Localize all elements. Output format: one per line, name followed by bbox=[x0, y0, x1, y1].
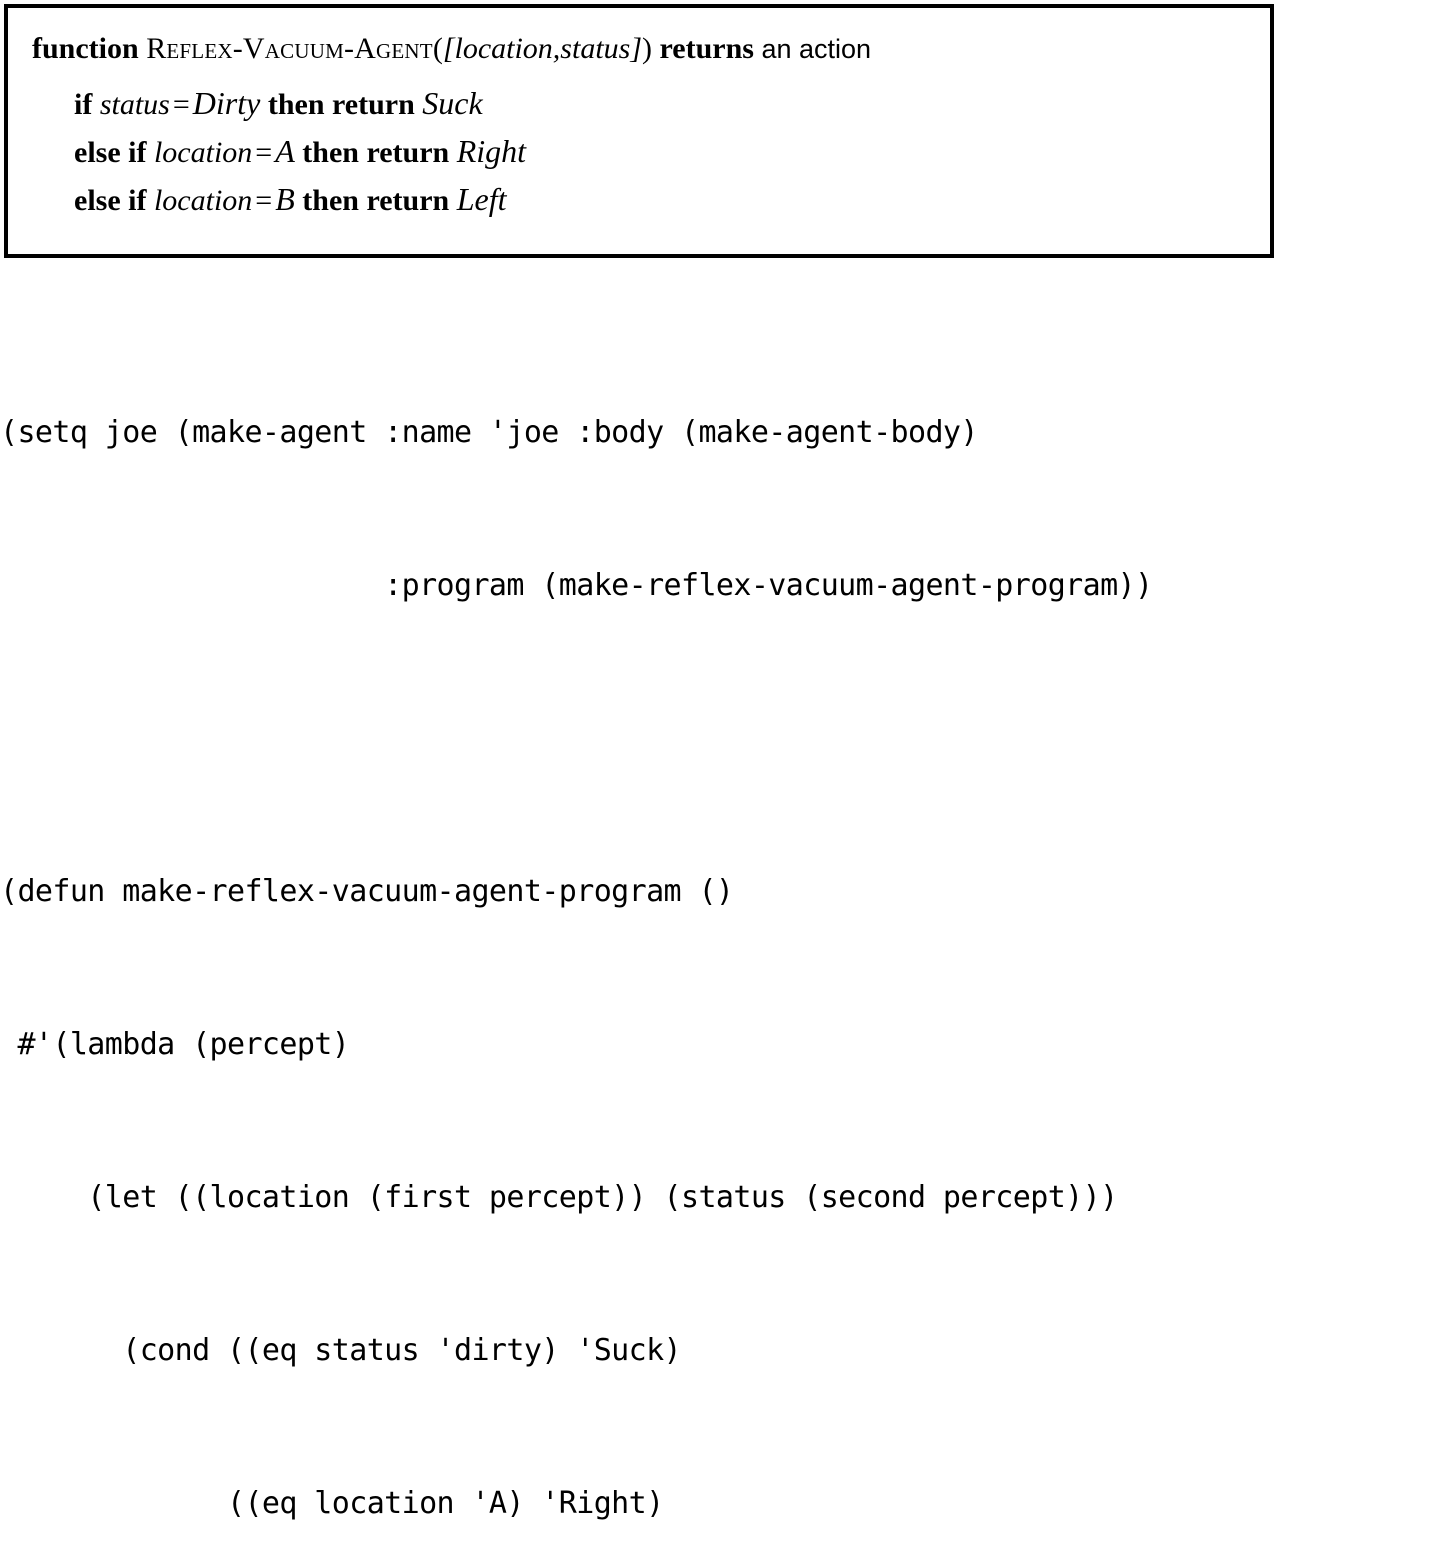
statement-then-return-2: then return bbox=[302, 136, 450, 169]
pseudocode-statement-2: else if location=A then return Right bbox=[32, 128, 1270, 176]
pseudocode-statement-3: else if location=B then return Left bbox=[32, 176, 1270, 224]
statement-variable-3: location bbox=[153, 184, 253, 217]
statement-value-1: Dirty bbox=[192, 85, 261, 121]
statement-operator-3: = bbox=[255, 184, 273, 217]
pseudocode-box: function Reflex-Vacuum-Agent([location,s… bbox=[4, 4, 1274, 258]
statement-keyword-2: else if bbox=[74, 136, 147, 169]
lisp-code-blank-line bbox=[0, 713, 1453, 764]
lisp-code-line: :program (make-reflex-vacuum-agent-progr… bbox=[0, 568, 1153, 603]
lisp-code-line: ((eq location 'A) 'Right) bbox=[0, 1486, 664, 1521]
function-arguments: [location,status] bbox=[442, 32, 643, 65]
close-paren: ) bbox=[642, 32, 653, 65]
lisp-code-block: (setq joe (make-agent :name 'joe :body (… bbox=[0, 305, 1453, 1554]
statement-value-3: B bbox=[275, 181, 295, 217]
lisp-code-line: (let ((location (first percept)) (status… bbox=[0, 1180, 1118, 1215]
lisp-code-line: (defun make-reflex-vacuum-agent-program … bbox=[0, 874, 734, 909]
statement-value-2: A bbox=[275, 133, 295, 169]
pseudocode-header-line: function Reflex-Vacuum-Agent([location,s… bbox=[32, 26, 1270, 72]
statement-then-return-3: then return bbox=[302, 184, 450, 217]
statement-keyword-3: else if bbox=[74, 184, 147, 217]
statement-variable-1: status bbox=[99, 88, 170, 121]
pseudocode-content: function Reflex-Vacuum-Agent([location,s… bbox=[8, 8, 1270, 224]
statement-result-1: Suck bbox=[422, 85, 483, 121]
function-name: Reflex-Vacuum-Agent bbox=[146, 32, 433, 65]
statement-then-return-1: then return bbox=[267, 88, 415, 121]
statement-result-3: Left bbox=[456, 181, 507, 217]
keyword-returns: returns bbox=[659, 32, 754, 65]
lisp-code-line: #'(lambda (percept) bbox=[0, 1027, 350, 1062]
statement-operator-2: = bbox=[255, 136, 273, 169]
open-paren: ( bbox=[432, 32, 443, 65]
pseudocode-statement-1: if status=Dirty then return Suck bbox=[32, 80, 1270, 128]
statement-variable-2: location bbox=[153, 136, 253, 169]
statement-result-2: Right bbox=[456, 133, 527, 169]
lisp-code-line: (cond ((eq status 'dirty) 'Suck) bbox=[0, 1333, 681, 1368]
statement-keyword-1: if bbox=[74, 88, 93, 121]
keyword-function: function bbox=[32, 32, 139, 65]
return-type: an action bbox=[761, 34, 872, 64]
statement-operator-1: = bbox=[172, 88, 190, 121]
lisp-code-line: (setq joe (make-agent :name 'joe :body (… bbox=[0, 415, 978, 450]
